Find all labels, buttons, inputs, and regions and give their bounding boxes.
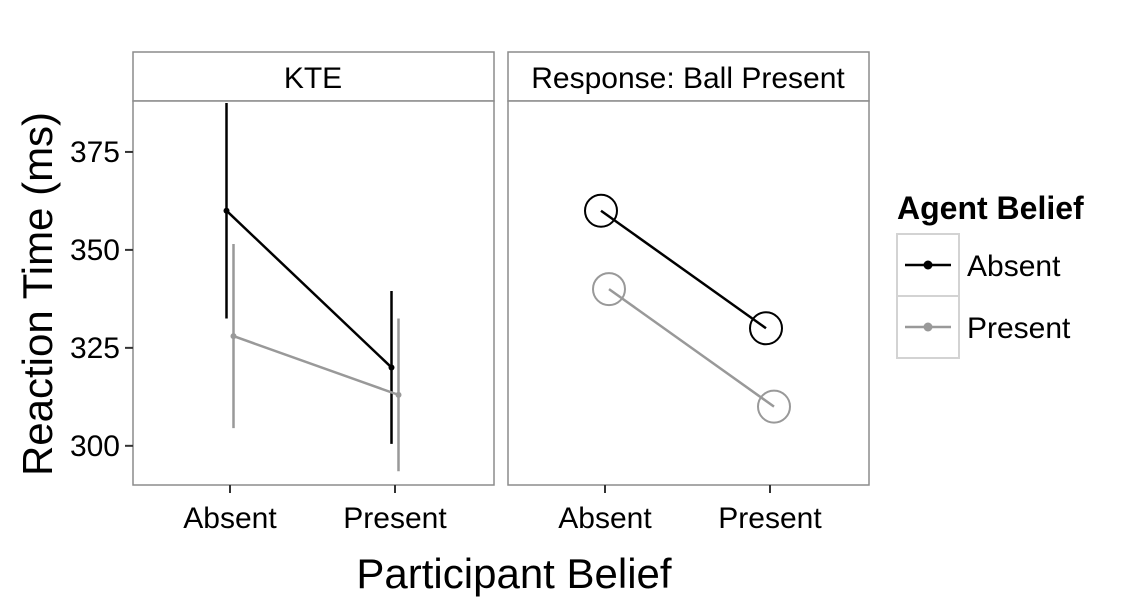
line-absent — [225, 209, 393, 369]
x-tick-label-absent: Absent — [558, 502, 652, 535]
line-present — [608, 288, 775, 408]
y-tick-label-375: 375 — [70, 136, 120, 169]
panel-response-strip — [507, 51, 870, 102]
legend-title: Agent Belief — [897, 190, 1084, 226]
panel-response-marks — [584, 193, 791, 424]
line-absent — [600, 209, 767, 330]
legend-point-present — [923, 322, 933, 332]
x-axis-title: Participant Belief — [356, 550, 671, 597]
point-present-1 — [757, 389, 791, 424]
y-tick-label-325: 325 — [70, 332, 120, 365]
legend-label-present: Present — [967, 312, 1071, 345]
line-present — [233, 334, 399, 397]
x-tick-label-present: Present — [343, 502, 447, 535]
point-present-0 — [230, 333, 237, 340]
panel-response: Response: Ball Present — [507, 51, 870, 486]
panel-kte: KTE — [132, 51, 495, 486]
x-tick-label-absent: Absent — [183, 502, 277, 535]
y-axis-title: Reaction Time (ms) — [14, 112, 61, 476]
point-absent-0 — [584, 193, 618, 228]
x-axis: Absent Present Absent Present — [183, 485, 822, 535]
point-absent-1 — [388, 364, 395, 371]
legend-point-absent — [923, 260, 933, 270]
panel-kte-marks — [223, 102, 402, 472]
point-absent-1 — [749, 311, 783, 346]
y-tick-label-350: 350 — [70, 234, 120, 267]
point-absent-0 — [223, 207, 230, 214]
panel-response-title: Response: Ball Present — [531, 62, 845, 95]
panel-kte-strip — [132, 51, 495, 102]
panel-kte-title: KTE — [284, 62, 342, 95]
point-present-1 — [395, 391, 402, 398]
legend-label-absent: Absent — [967, 250, 1061, 283]
panel-response-plot-area — [507, 100, 870, 486]
y-axis: 300 325 350 375 — [70, 136, 133, 463]
x-tick-label-present: Present — [718, 502, 822, 535]
point-present-0 — [592, 272, 626, 307]
y-tick-label-300: 300 — [70, 430, 120, 463]
